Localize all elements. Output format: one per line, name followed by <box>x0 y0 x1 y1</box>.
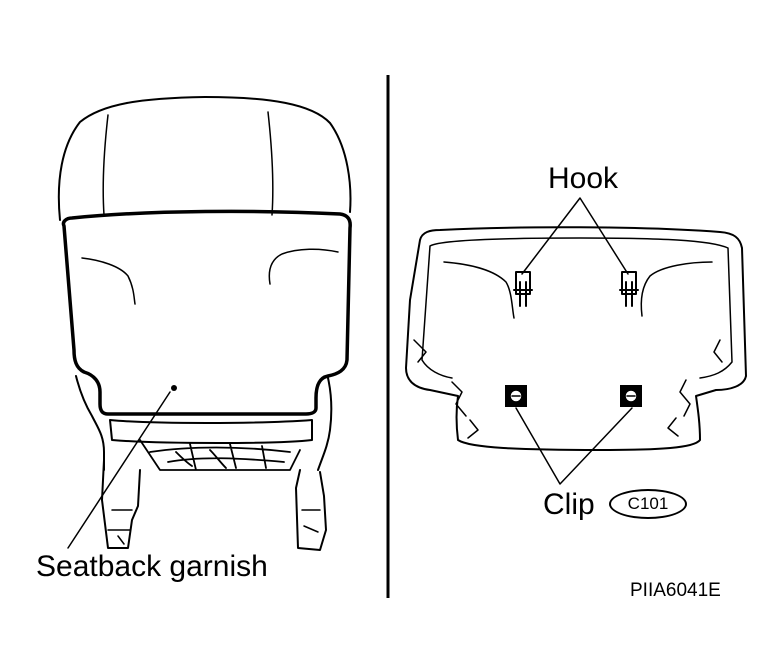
hook-left-icon <box>513 271 533 307</box>
seat-side-left <box>75 375 105 471</box>
leader-lines-clip <box>515 407 633 485</box>
torn-edges <box>413 339 723 439</box>
seat-side-right <box>317 377 333 471</box>
hook-label: Hook <box>548 162 619 195</box>
seat-rear-view <box>57 96 352 551</box>
inner-shell-left <box>443 261 515 319</box>
inner-shell-right <box>640 261 713 317</box>
clip-left-icon <box>505 385 527 407</box>
clip-right-icon <box>620 385 642 407</box>
panel-contour-right <box>268 248 339 285</box>
panel-contour-left <box>81 257 136 305</box>
leader-lines-hook <box>521 197 629 275</box>
leg-right-detail <box>301 509 321 533</box>
seatback-garnish-panel <box>61 209 352 416</box>
hook-right-icon <box>619 271 639 307</box>
garnish-outer-edge <box>405 226 747 451</box>
figure-id: PIIA6041E <box>630 580 721 601</box>
garnish-back-view <box>405 197 747 485</box>
headrest-upper-outline <box>57 96 352 221</box>
clip-label: Clip <box>543 488 595 521</box>
leader-line-seatback <box>67 391 171 549</box>
headrest-crease-right <box>267 111 274 216</box>
mounting-leg-left <box>101 459 141 549</box>
recliner-mechanism <box>139 439 301 471</box>
garnish-marker-dot <box>171 385 177 391</box>
headrest-crease-left <box>102 114 109 216</box>
garnish-inner-edge <box>421 237 733 379</box>
mounting-leg-right <box>295 469 327 551</box>
lower-frame-bar <box>109 419 313 444</box>
clip-code-badge: C101 <box>609 489 687 519</box>
leg-left-detail <box>107 509 133 545</box>
seatback-garnish-label: Seatback garnish <box>36 550 268 583</box>
